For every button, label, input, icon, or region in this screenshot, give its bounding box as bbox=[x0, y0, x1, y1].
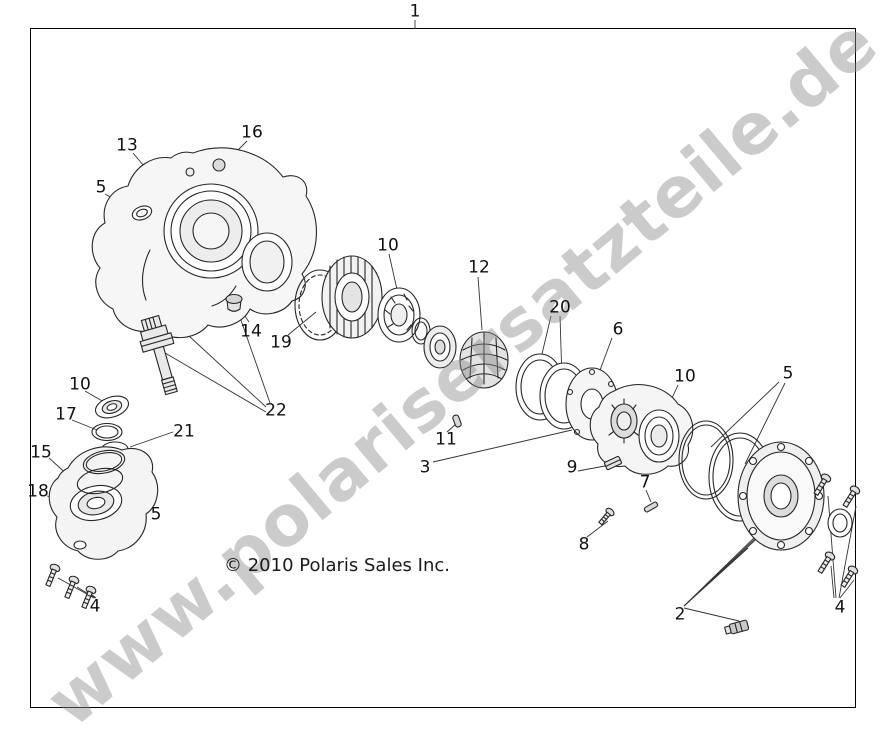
callout-5-a: 5 bbox=[95, 177, 107, 198]
part-output-orings bbox=[76, 449, 126, 495]
callout-2: 2 bbox=[674, 604, 686, 625]
callout-7: 7 bbox=[639, 472, 651, 493]
parts bbox=[45, 147, 861, 635]
part-roller-cage bbox=[459, 331, 509, 389]
callout-1: 1 bbox=[409, 1, 421, 22]
callout-13: 13 bbox=[116, 135, 138, 156]
callout-8: 8 bbox=[578, 534, 590, 555]
callout-21: 21 bbox=[173, 421, 195, 442]
diagram-border bbox=[30, 28, 856, 708]
part-gearcase-housing bbox=[91, 147, 317, 339]
callout-11: 11 bbox=[435, 429, 457, 450]
bolt bbox=[81, 585, 97, 609]
part-rear-cover bbox=[737, 441, 825, 551]
callout-22: 22 bbox=[265, 400, 287, 421]
callout-5-c: 5 bbox=[150, 504, 162, 525]
part-output-cover bbox=[48, 446, 159, 560]
callout-6: 6 bbox=[612, 319, 624, 340]
part-seal bbox=[827, 508, 853, 538]
callout-18: 18 bbox=[27, 481, 49, 502]
callout-12: 12 bbox=[468, 257, 490, 278]
part-shim bbox=[91, 422, 123, 442]
callout-10-b: 10 bbox=[674, 366, 696, 387]
part-carrier-bearing-right bbox=[638, 409, 680, 463]
part-pinion-shaft bbox=[139, 314, 178, 396]
callout-10-c: 10 bbox=[69, 374, 91, 395]
part-carrier-bearing-left bbox=[377, 287, 421, 343]
callout-15: 15 bbox=[30, 442, 52, 463]
callout-4-a: 4 bbox=[89, 596, 101, 617]
callout-20: 20 bbox=[549, 297, 571, 318]
callout-16: 16 bbox=[241, 122, 263, 143]
part-pinion-bearing bbox=[94, 395, 130, 419]
copyright-notice: © 2010 Polaris Sales Inc. bbox=[224, 555, 450, 576]
part-roll-pin bbox=[452, 414, 462, 428]
callout-10-a: 10 bbox=[377, 235, 399, 256]
part-ring-gear bbox=[321, 255, 383, 339]
callout-3: 3 bbox=[419, 457, 431, 478]
bolt bbox=[842, 485, 861, 508]
part-breather-fitting bbox=[724, 619, 750, 635]
callout-14: 14 bbox=[240, 321, 262, 342]
bolt bbox=[45, 563, 61, 587]
callout-19: 19 bbox=[270, 332, 292, 353]
bolt bbox=[64, 575, 80, 599]
part-pinion-gear bbox=[423, 325, 457, 369]
callout-9: 9 bbox=[566, 457, 578, 478]
bolt bbox=[813, 473, 832, 496]
bolt bbox=[598, 507, 615, 526]
bolt bbox=[840, 565, 859, 588]
part-dowel-pin bbox=[643, 501, 659, 513]
part-cover-oring bbox=[678, 420, 734, 500]
callout-4-b: 4 bbox=[834, 597, 846, 618]
part-clip bbox=[604, 455, 622, 471]
callout-5-b: 5 bbox=[782, 363, 794, 384]
part-fill-plug bbox=[225, 293, 243, 312]
bolt bbox=[817, 551, 836, 574]
callout-17: 17 bbox=[55, 404, 77, 425]
